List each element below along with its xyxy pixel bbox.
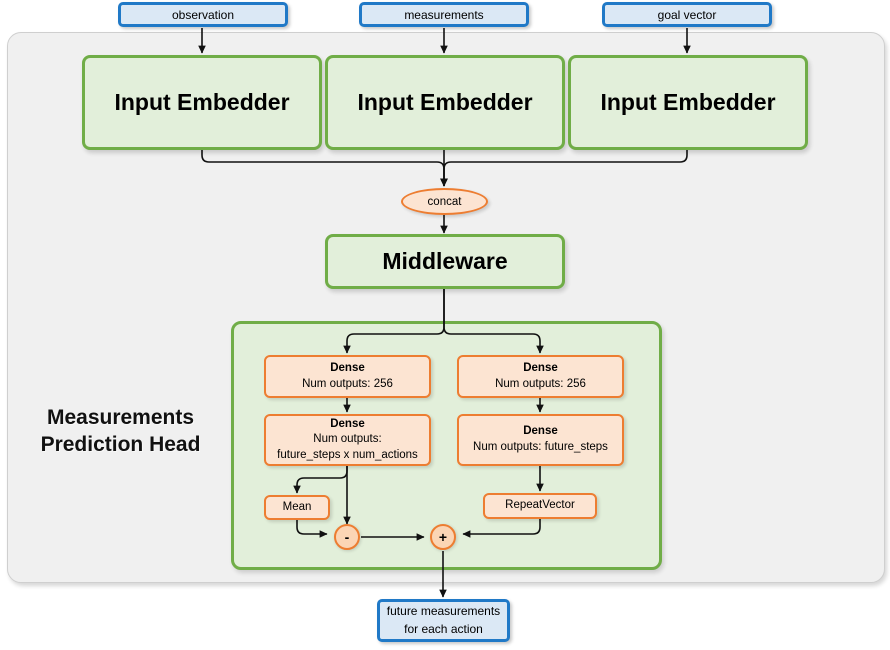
output-box-future-measurements[interactable]: future measurements for each action — [377, 599, 510, 642]
mean-node[interactable]: Mean — [264, 495, 330, 520]
dense-left-1-title: Dense — [330, 361, 365, 374]
input-box-observation-label: observation — [171, 7, 235, 22]
input-embedder-2-label: Input Embedder — [357, 89, 533, 115]
dense-left-2-outputs-value: future_steps x num_actions — [277, 448, 418, 461]
dense-left-2[interactable]: Dense Num outputs: future_steps x num_ac… — [264, 414, 431, 466]
dense-left-2-title: Dense — [330, 417, 365, 430]
subtract-operator[interactable]: - — [334, 524, 360, 550]
measurements-prediction-head-label: Measurements Prediction Head — [18, 405, 223, 459]
input-box-observation[interactable]: observation — [118, 2, 288, 27]
dense-left-2-outputs-label: Num outputs: — [313, 433, 382, 446]
dense-right-2-outputs: Num outputs: future_steps — [473, 441, 608, 453]
concat-label: concat — [427, 195, 462, 208]
repeatvector-node[interactable]: RepeatVector — [483, 493, 597, 519]
input-box-measurements-label: measurements — [404, 7, 484, 22]
mean-label: Mean — [282, 500, 312, 513]
input-embedder-1-label: Input Embedder — [114, 89, 290, 115]
dense-right-2[interactable]: Dense Num outputs: future_steps — [457, 414, 624, 466]
head-label-line-1: Measurements — [46, 406, 195, 429]
input-embedder-1[interactable]: Input Embedder — [82, 55, 322, 150]
dense-left-1-outputs: Num outputs: 256 — [302, 377, 393, 390]
input-box-goal-vector[interactable]: goal vector — [602, 2, 772, 27]
dense-right-1[interactable]: Dense Num outputs: 256 — [457, 355, 624, 398]
input-box-goal-vector-label: goal vector — [657, 7, 717, 22]
add-operator-label: + — [438, 529, 448, 545]
middleware-node[interactable]: Middleware — [325, 234, 565, 289]
dense-right-2-title: Dense — [523, 425, 558, 438]
dense-left-1[interactable]: Dense Num outputs: 256 — [264, 355, 431, 398]
head-label-line-2: Prediction Head — [40, 432, 201, 456]
input-box-measurements[interactable]: measurements — [359, 2, 529, 27]
subtract-operator-label: - — [344, 529, 350, 545]
repeatvector-label: RepeatVector — [505, 499, 575, 512]
dense-right-1-title: Dense — [523, 361, 558, 374]
middleware-label: Middleware — [382, 248, 508, 274]
output-line-2: for each action — [404, 621, 483, 636]
input-embedder-2[interactable]: Input Embedder — [325, 55, 565, 150]
concat-node[interactable]: concat — [401, 188, 488, 215]
input-embedder-3-label: Input Embedder — [600, 89, 776, 115]
input-embedder-3[interactable]: Input Embedder — [568, 55, 808, 150]
dense-right-1-outputs: Num outputs: 256 — [495, 377, 586, 390]
add-operator[interactable]: + — [430, 524, 456, 550]
output-line-1: future measurements — [386, 604, 501, 619]
